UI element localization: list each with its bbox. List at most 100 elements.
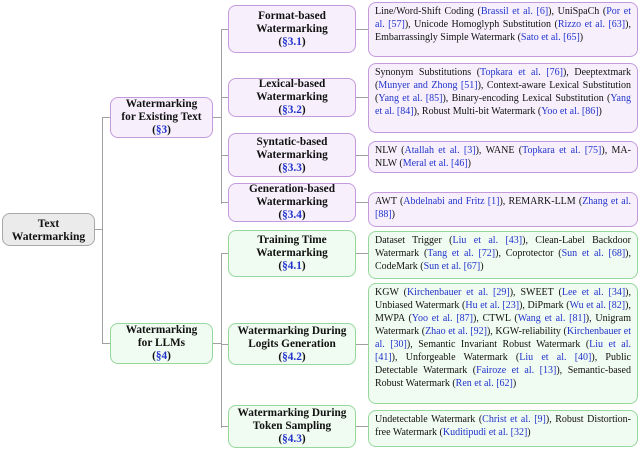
text-segment: ), Robust Distortion-free Watermark ( (375, 414, 632, 438)
tree-connector (356, 155, 368, 156)
citation-link[interactable]: Munyer and Zhong [51] (378, 80, 478, 91)
node-title-line: Watermarking (11, 229, 86, 243)
node-title-line: Generation-based (249, 183, 335, 195)
citation-text: Synonym Substitutions (Topkara et al. [7… (375, 66, 631, 118)
citation-link[interactable]: Topkara et al. [76] (480, 67, 563, 78)
citation-link[interactable]: Por et al. [57] (375, 6, 631, 30)
text-segment: ) (598, 106, 602, 117)
citation-link[interactable]: Brassil et al. [6] (480, 6, 549, 17)
citation-link[interactable]: §3.4 (282, 209, 302, 221)
text-segment: ( (278, 260, 283, 272)
citation-link[interactable]: Hu et al. [23] (465, 300, 520, 311)
node-title-line: Watermarking (256, 22, 328, 35)
node-title-line: Lexical-based (258, 78, 326, 90)
section-ref: (§4.2) (278, 351, 305, 364)
citation-link[interactable]: §3 (155, 124, 168, 136)
citation-link[interactable]: §4.1 (282, 260, 302, 272)
text-segment: ( (278, 433, 283, 445)
text-segment: ), Semantic-based Robust Watermark ( (375, 365, 631, 389)
citation-link[interactable]: §4.2 (282, 350, 302, 363)
node-title-line: Watermarking During (237, 407, 347, 419)
text-segment: ), Clean-Label Backdoor Watermark ( (375, 235, 631, 259)
citation-link[interactable]: Atallah et al. [3] (404, 145, 476, 156)
text-segment: ) (301, 260, 306, 272)
citation-link[interactable]: Zhao et al. [92] (425, 326, 487, 337)
citation-link[interactable]: Liu et al. [43] (452, 235, 523, 246)
text-segment: ), Unforgeable Watermark ( (391, 352, 520, 363)
tree-connector (222, 29, 228, 30)
citation-link[interactable]: Yoo et al. [86] (541, 106, 599, 117)
text-segment: ) (301, 209, 306, 221)
section-ref: (§4.1) (278, 260, 305, 273)
text-segment: ), Public Detectable Watermark ( (375, 352, 631, 376)
text-segment: ) (391, 209, 396, 220)
citation-link[interactable]: §3.1 (282, 35, 302, 48)
text-segment: ) (301, 161, 306, 174)
category-node-syntatic-based: Syntatic-based Watermarking (§3.3) (228, 133, 356, 177)
citation-link[interactable]: Ren et al. [62] (455, 378, 513, 389)
leaf-citations-generation-based: AWT (Abdelnabi and Fritz [1]), REMARK-LL… (368, 192, 638, 227)
citation-link[interactable]: §3.3 (282, 161, 302, 174)
tree-connector (222, 426, 228, 427)
node-title-line: Watermarking (256, 91, 328, 103)
text-segment: ), DiPmark ( (519, 300, 570, 311)
citation-link[interactable]: Fairoze et al. [13] (476, 365, 557, 376)
citation-link[interactable]: Tang et al. [72] (427, 248, 496, 259)
leaf-citations-lexical-based: Synonym Substitutions (Topkara et al. [7… (368, 63, 638, 133)
node-title-line: Token Sampling (252, 420, 332, 432)
node-title-line: Watermarking (125, 98, 198, 110)
citation-link[interactable]: Kuditipudi et al. [32] (442, 427, 528, 438)
branch-node-llms: Watermarking for LLMs (§4) (110, 323, 213, 364)
text-segment: ( (278, 161, 283, 174)
citation-link[interactable]: Kirchenbauer et al. [30] (375, 326, 632, 350)
text-segment: ), MA-NLW ( (375, 145, 631, 169)
node-title-line: for LLMs (137, 337, 186, 349)
citation-link[interactable]: §4 (155, 350, 168, 362)
text-segment: ) (579, 32, 584, 43)
citation-link[interactable]: Sato et al. [65] (520, 32, 580, 43)
text-segment: ), Semantic Invariant Robust Watermark ( (406, 339, 590, 350)
citation-link[interactable]: §3.2 (282, 104, 302, 116)
text-segment: ), Embarrassingly Simple Watermark ( (375, 19, 631, 43)
section-ref: (§3.2) (278, 104, 305, 117)
category-node-token-sampling: Watermarking During Token Sampling (§4.3… (228, 405, 356, 448)
citation-link[interactable]: Yoo et al. [87] (411, 313, 473, 324)
citation-link[interactable]: Sun et al. [67] (423, 261, 481, 272)
text-segment: Dataset Trigger ( (375, 235, 453, 246)
citation-link[interactable]: Rizzo et al. [63] (557, 19, 626, 30)
tree-connector (356, 344, 368, 345)
citation-text: Dataset Trigger (Liu et al. [43]), Clean… (375, 234, 631, 273)
citation-link[interactable]: Meral et al. [46] (402, 158, 468, 169)
node-title-line: Watermarking (256, 247, 328, 259)
citation-link[interactable]: Liu et al. [40] (519, 352, 592, 363)
citation-link[interactable]: Yang et al. [85] (378, 93, 443, 104)
citation-link[interactable]: §4.3 (282, 433, 302, 445)
citation-link[interactable]: Lee et al. [34] (561, 287, 626, 298)
tree-connector (222, 97, 228, 98)
leaf-citations-training-time: Dataset Trigger (Liu et al. [43]), Clean… (368, 231, 638, 279)
tree-connector (356, 97, 368, 98)
citation-link[interactable]: Kirchenbauer et al. [29] (406, 287, 510, 298)
tree-connector (213, 343, 221, 344)
citation-text: Undetectable Watermark (Christ et al. [9… (375, 413, 631, 439)
citation-link[interactable]: Sun et al. [68] (561, 248, 626, 259)
text-segment: ), SWEET ( (509, 287, 562, 298)
citation-link[interactable]: Yang et al. [84] (375, 93, 631, 117)
text-segment: ) (301, 104, 306, 116)
section-ref: (§3.3) (278, 162, 305, 175)
citation-link[interactable]: Christ et al. [9] (482, 414, 546, 425)
category-node-lexical-based: Lexical-based Watermarking (§3.2) (228, 78, 356, 117)
text-segment: ) (301, 35, 306, 48)
citation-link[interactable]: Abdelnabi and Fritz [1] (403, 196, 500, 207)
text-segment: ), Deeptextmark ( (375, 67, 631, 91)
text-segment: ) (527, 427, 531, 438)
text-segment: ), Unigram Watermark ( (375, 313, 631, 337)
citation-text: KGW (Kirchenbauer et al. [29]), SWEET (L… (375, 286, 631, 390)
citation-link[interactable]: Liu et al. [41] (375, 339, 631, 363)
citation-text: NLW (Atallah et al. [3]), WANE (Topkara … (375, 144, 631, 170)
citation-link[interactable]: Wu et al. [82] (569, 300, 626, 311)
citation-link[interactable]: Zhang et al. [88] (375, 196, 632, 220)
citation-link[interactable]: Topkara et al. [75] (522, 145, 602, 156)
text-segment: ), MWPA ( (375, 300, 631, 324)
citation-link[interactable]: Wang et al. [81] (517, 313, 586, 324)
